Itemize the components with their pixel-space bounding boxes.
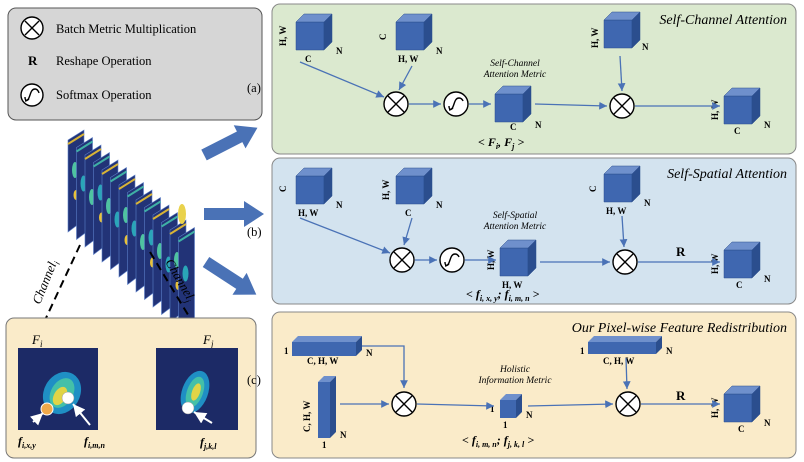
a-cube2-n: N (436, 46, 443, 56)
b-metric-line1: Self-Spatial (493, 210, 538, 221)
c-tall-one: 1 (322, 440, 327, 450)
a-softmax-icon (443, 91, 469, 117)
c-reshape-label: R (676, 388, 686, 403)
b-formula: < fi, x, y; fi, m, n > (466, 287, 540, 303)
a-cube5-hw: H, W (710, 100, 720, 120)
c-multiply-2-icon (615, 391, 641, 417)
tag-b: (b) (247, 225, 262, 239)
panel-b: Self-Spatial Attention C H, W N H, W C N… (271, 157, 797, 305)
legend-softmax-label: Softmax Operation (56, 88, 152, 102)
b-cube2-hw: H, W (381, 180, 391, 200)
b-cube3-hw: H, W (606, 206, 626, 216)
f-jkl-label: fj,k,l (200, 435, 217, 451)
fj-label: Fj (202, 332, 214, 349)
panel-c: Our Pixel-wise Feature Redistribution 1 … (271, 311, 797, 459)
c-metric-line2: Information Metric (477, 375, 552, 386)
b-multiply-2-icon (612, 249, 638, 275)
a-cube3-n: N (642, 42, 649, 52)
tag-c: (c) (247, 373, 261, 387)
b-cube4-hw2: H, W (502, 280, 522, 290)
a-cube2-hw: H, W (398, 54, 418, 64)
b-reshape-label: R (676, 244, 686, 259)
a-multiply-2-icon (609, 93, 635, 119)
b-cube2-n: N (436, 200, 443, 210)
b-cube5-hw: H, W (710, 254, 720, 274)
feature-map-stack (67, 129, 196, 331)
feature-highlight (178, 204, 186, 224)
c-small-cube (500, 394, 522, 418)
legend-reshape-label: Reshape Operation (56, 54, 152, 68)
a-cube1-c: C (305, 54, 312, 64)
a-cube5-n: N (764, 120, 771, 130)
c-tall-tensor (318, 376, 336, 438)
channel-i-label: Channeli (29, 257, 62, 307)
b-cube3-c: C (588, 186, 598, 193)
c-cube-c: C (738, 424, 745, 434)
panel-arrows (198, 116, 264, 306)
b-cube5-n: N (764, 274, 771, 284)
a-cube3-hw: H, W (590, 28, 600, 48)
a-cube2-c: C (378, 34, 388, 41)
c-bar2-n: N (666, 346, 673, 356)
multiplication-icon (20, 16, 44, 40)
a-metric-line2: Attention Metric (483, 70, 547, 80)
a-cube5-c: C (734, 126, 741, 136)
fi-label: Fi (31, 332, 43, 349)
a-cube1-hw: H, W (278, 26, 288, 46)
panel-b-title: Self-Spatial Attention (667, 167, 787, 182)
tag-a: (a) (247, 81, 261, 95)
c-multiply-1-icon (391, 391, 417, 417)
reshape-icon: R (28, 53, 38, 68)
c-cube-hw: H, W (710, 398, 720, 418)
b-cube1-n: N (336, 200, 343, 210)
a-cube1-n: N (336, 46, 343, 56)
b-cube1-c: C (278, 186, 288, 193)
c-small-n: N (526, 410, 533, 420)
a-metric-line1: Self-Channel (490, 58, 540, 69)
legend: Batch Metric Multiplication R Reshape Op… (7, 7, 263, 121)
a-formula: < Fi, Fj > (478, 135, 524, 151)
feature-slice (177, 226, 196, 331)
panel-c-title: Our Pixel-wise Feature Redistribution (572, 321, 787, 336)
heatmap-fi (18, 348, 98, 430)
b-cube3-n: N (644, 198, 651, 208)
c-bar1-chw: C, H, W (307, 356, 338, 366)
b-cube5-c: C (736, 280, 743, 290)
b-metric-line2: Attention Metric (483, 222, 547, 232)
heatmap-fj (156, 348, 238, 430)
c-flat-tensor-2 (588, 336, 662, 354)
b-softmax-icon (439, 247, 465, 273)
a-cube4-n: N (535, 120, 542, 130)
c-bar1-n: N (366, 348, 373, 358)
c-tall-chw: C, H, W (302, 401, 312, 432)
panel-a-title: Self-Channel Attention (659, 13, 787, 28)
f-ixy-label: fi,x,y (18, 434, 36, 450)
b-cube2-c: C (405, 208, 412, 218)
c-bar2-chw: C, H, W (603, 356, 634, 366)
c-flat-tensor-1 (292, 336, 362, 356)
a-multiply-1-icon (383, 91, 409, 117)
c-tall-n: N (340, 430, 347, 440)
f-imn-label: fi,m,n (84, 434, 105, 450)
c-small-one-b: 1 (503, 420, 508, 430)
b-cube1-hw: H, W (298, 208, 318, 218)
c-cube-n: N (764, 418, 771, 428)
channel-maps-panel: Fi Fj fi,x,y fi,m,n (5, 317, 257, 459)
a-cube4-c: C (510, 122, 517, 132)
c-bar2-one: 1 (580, 346, 585, 356)
c-formula: < fi, m, n; fj, k, l > (462, 433, 534, 449)
softmax-icon (20, 83, 44, 107)
c-bar1-one: 1 (284, 346, 289, 356)
c-metric-line1: Holistic (499, 365, 531, 375)
legend-multiplication-label: Batch Metric Multiplication (56, 22, 197, 36)
panel-a: Self-Channel Attention H, W C N C H, W N… (271, 3, 797, 155)
b-multiply-1-icon (389, 247, 415, 273)
